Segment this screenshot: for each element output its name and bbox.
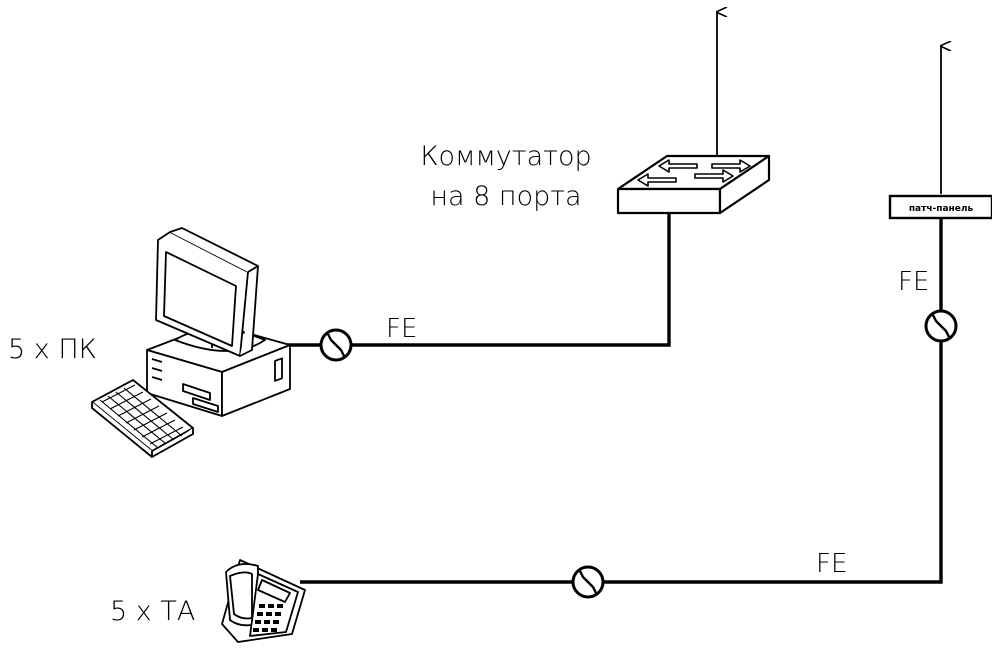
phone-icon (221, 559, 306, 643)
switch-label-line1: Коммутатор (420, 141, 591, 172)
phone-count-label: 5 х ТА (110, 596, 195, 627)
link-label-phone: FE (816, 549, 847, 579)
switch-label-line2: на 8 порта (430, 181, 581, 212)
link-label-pc-switch: FE (386, 314, 417, 344)
switch-icon (616, 154, 771, 215)
connector-icon-phone (571, 565, 605, 599)
patch-panel: патч-панель (888, 194, 992, 220)
connector-icon-patch (924, 309, 958, 343)
pc-count-label: 5 х ПК (8, 334, 97, 365)
link-phone-patch (300, 218, 943, 584)
link-pc-switch (284, 213, 671, 347)
patch-panel-label: патч-панель (909, 204, 974, 214)
computer-icon (91, 227, 291, 458)
connector-icon-pc (319, 328, 353, 362)
link-label-patch: FE (898, 267, 929, 297)
